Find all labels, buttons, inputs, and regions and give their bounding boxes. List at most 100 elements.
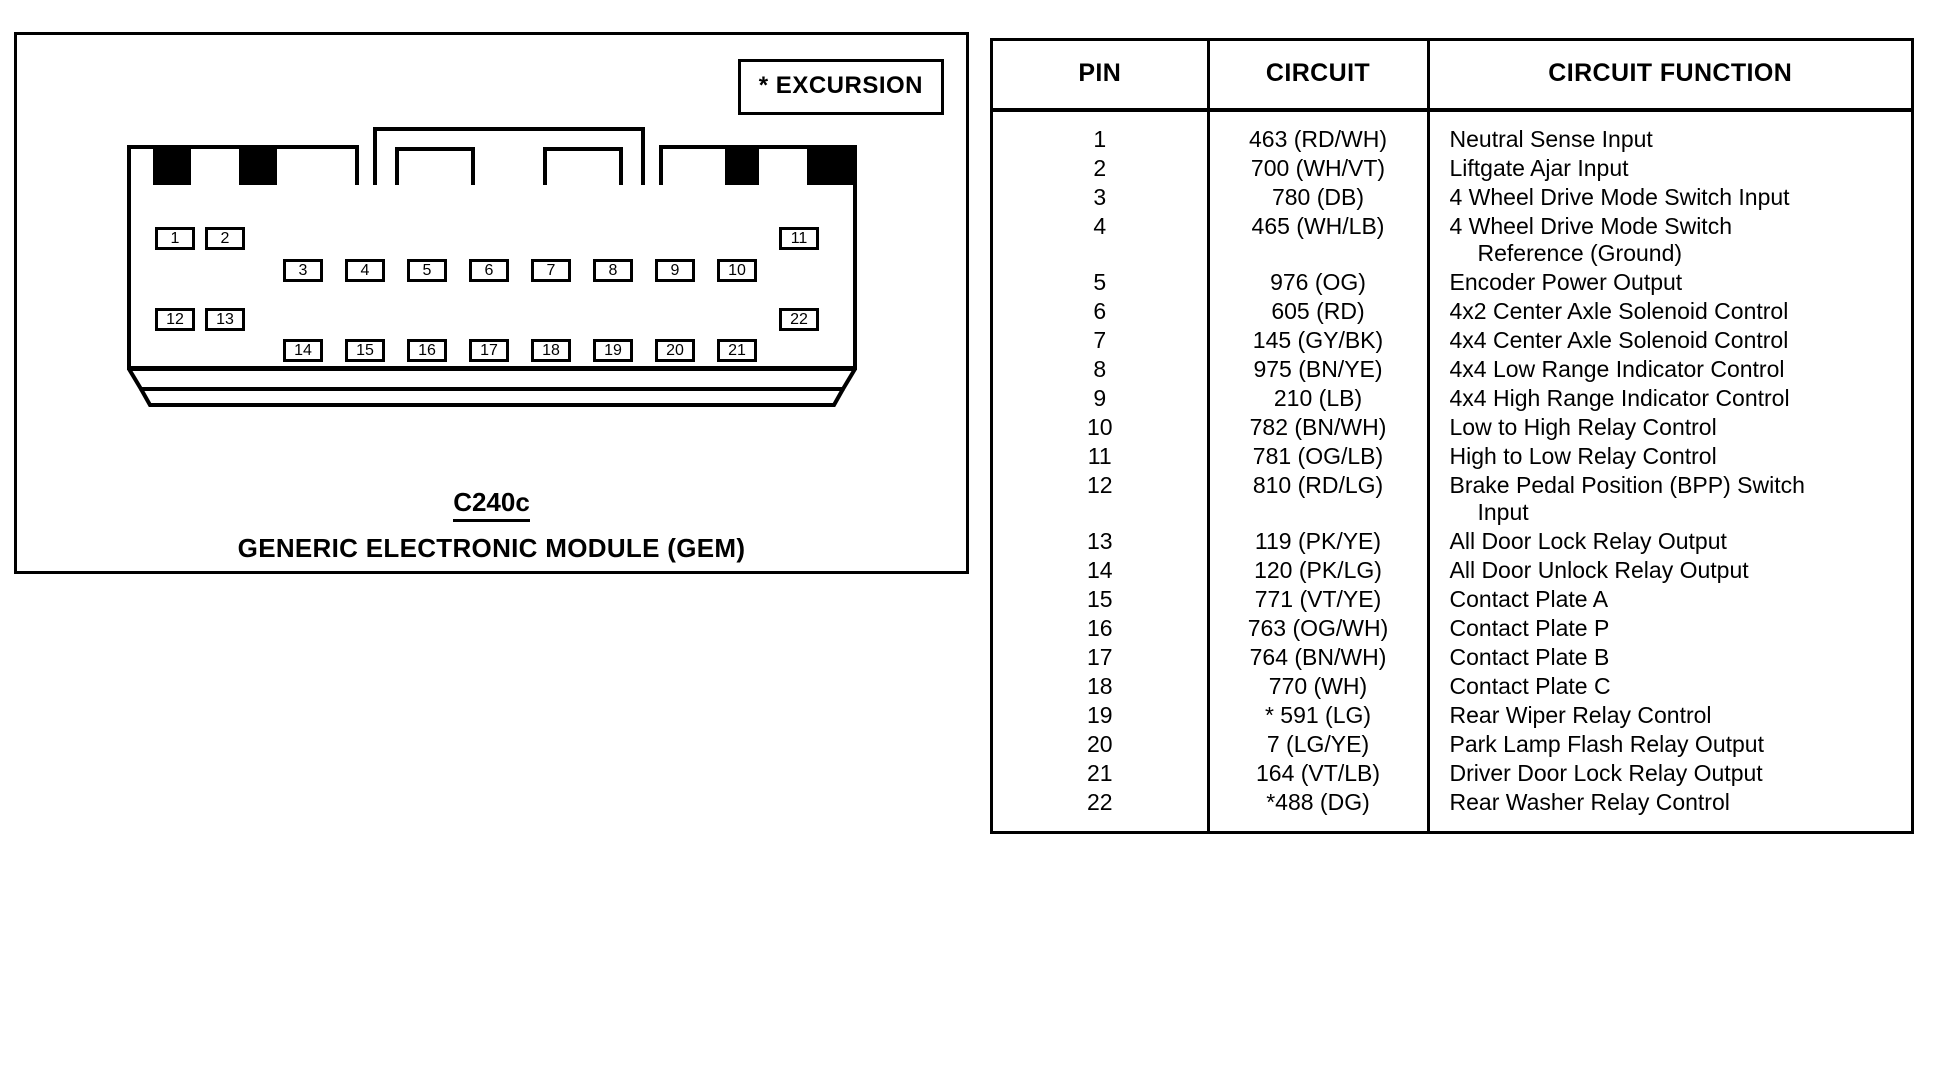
pin-cavity-19[interactable]: 19: [593, 339, 633, 362]
pin-cavity-1[interactable]: 1: [155, 227, 195, 250]
cell-pin: 13: [993, 527, 1210, 556]
pin-cavity-10[interactable]: 10: [717, 259, 757, 282]
pin-cavity-18[interactable]: 18: [531, 339, 571, 362]
cell-circuit: 463 (RD/WH): [1208, 110, 1430, 154]
cell-pin: 4: [993, 212, 1210, 268]
pin-cavity-14[interactable]: 14: [283, 339, 323, 362]
cell-circuit-function: Neutral Sense Input: [1449, 126, 1653, 152]
cell-circuit: 120 (PK/LG): [1208, 556, 1430, 585]
cell-pin: 7: [993, 326, 1210, 355]
cell-pin: 5: [993, 268, 1210, 297]
cell-circuit: 145 (GY/BK): [1208, 326, 1430, 355]
cell-circuit-function: 4 Wheel Drive Mode Switch Input: [1449, 184, 1790, 210]
cell-pin: 15: [993, 585, 1210, 614]
key-segment-black: [725, 149, 759, 185]
pin-cavity-6[interactable]: 6: [469, 259, 509, 282]
cell-circuit-function: 4x4 Center Axle Solenoid Control: [1449, 327, 1789, 353]
key-segment-black: [153, 149, 191, 185]
cell-circuit-function: Low to High Relay Control: [1449, 414, 1717, 440]
cell-pin: 6: [993, 297, 1210, 326]
cell-pin: 11: [993, 442, 1210, 471]
cell-pin: 9: [993, 384, 1210, 413]
cell-circuit: 976 (OG): [1208, 268, 1430, 297]
cell-pin: 16: [993, 614, 1210, 643]
cell-pin: 8: [993, 355, 1210, 384]
cell-pin: 1: [993, 110, 1210, 154]
cell-circuit-function: Contact Plate C: [1449, 673, 1611, 699]
cell-circuit-function: 4x4 High Range Indicator Control: [1449, 385, 1790, 411]
cell-circuit: 465 (WH/LB): [1208, 212, 1430, 268]
latch-tab-right: [543, 147, 623, 189]
cell-circuit: 7 (LG/YE): [1208, 730, 1430, 759]
pin-cavity-4[interactable]: 4: [345, 259, 385, 282]
pin-cavity-20[interactable]: 20: [655, 339, 695, 362]
pin-cavity-9[interactable]: 9: [655, 259, 695, 282]
cell-pin: 3: [993, 183, 1210, 212]
cell-circuit-function: Contact Plate A: [1449, 586, 1609, 612]
cell-pin: 12: [993, 471, 1210, 527]
pin-cavity-17[interactable]: 17: [469, 339, 509, 362]
key-segment-black: [807, 149, 853, 185]
cell-circuit-function-continued: Reference (Ground): [1477, 240, 1683, 266]
column-header-circuit: CIRCUIT: [1208, 41, 1430, 112]
cell-circuit-function: All Door Lock Relay Output: [1449, 528, 1727, 554]
cell-pin: 2: [993, 154, 1210, 183]
cell-circuit-function: All Door Unlock Relay Output: [1449, 557, 1749, 583]
pin-cavity-11[interactable]: 11: [779, 227, 819, 250]
pin-cavity-15[interactable]: 15: [345, 339, 385, 362]
table-row: 19* 591 (LG)Rear Wiper Relay Control: [993, 701, 1911, 730]
pin-cavity-13[interactable]: 13: [205, 308, 245, 331]
connector-body: 1 2 11 3 4 5 6 7 8 9 10 12 13 22 14 15 1…: [119, 127, 864, 415]
cell-circuit: 119 (PK/YE): [1208, 527, 1430, 556]
cell-circuit-function-continued: Input: [1477, 499, 1529, 525]
cell-circuit-function: Park Lamp Flash Relay Output: [1449, 731, 1764, 757]
pin-cavity-2[interactable]: 2: [205, 227, 245, 250]
cell-circuit-function: Rear Wiper Relay Control: [1449, 702, 1712, 728]
key-segment-white: [759, 149, 807, 185]
cell-circuit-function: Driver Door Lock Relay Output: [1449, 760, 1763, 786]
pin-cavity-3[interactable]: 3: [283, 259, 323, 282]
latch-tab-left: [395, 147, 475, 189]
cell-circuit: 975 (BN/YE): [1208, 355, 1430, 384]
pin-cavity-7[interactable]: 7: [531, 259, 571, 282]
pin-cavity-21[interactable]: 21: [717, 339, 757, 362]
connector-id: C240c: [17, 487, 966, 522]
cell-circuit: 780 (DB): [1208, 183, 1430, 212]
cell-circuit-function: High to Low Relay Control: [1449, 443, 1717, 469]
pin-cavity-5[interactable]: 5: [407, 259, 447, 282]
cell-circuit: 770 (WH): [1208, 672, 1430, 701]
cell-circuit-function: Rear Washer Relay Control: [1449, 789, 1730, 815]
cell-circuit: 164 (VT/LB): [1208, 759, 1430, 788]
cell-pin: 17: [993, 643, 1210, 672]
pin-cavity-22[interactable]: 22: [779, 308, 819, 331]
pin-cavity-16[interactable]: 16: [407, 339, 447, 362]
cell-circuit: 763 (OG/WH): [1208, 614, 1430, 643]
pin-cavity-8[interactable]: 8: [593, 259, 633, 282]
cell-pin: 10: [993, 413, 1210, 442]
cell-circuit: 605 (RD): [1208, 297, 1430, 326]
cell-circuit-function: 4x4 Low Range Indicator Control: [1449, 356, 1785, 382]
cell-pin: 20: [993, 730, 1210, 759]
table-row: 22*488 (DG)Rear Washer Relay Control: [993, 788, 1911, 817]
cell-circuit: * 591 (LG): [1208, 701, 1430, 730]
cell-pin: 21: [993, 759, 1210, 788]
key-segment-white: [277, 149, 355, 185]
cell-pin: 14: [993, 556, 1210, 585]
pin-cavity-12[interactable]: 12: [155, 308, 195, 331]
cell-circuit: 210 (LB): [1208, 384, 1430, 413]
